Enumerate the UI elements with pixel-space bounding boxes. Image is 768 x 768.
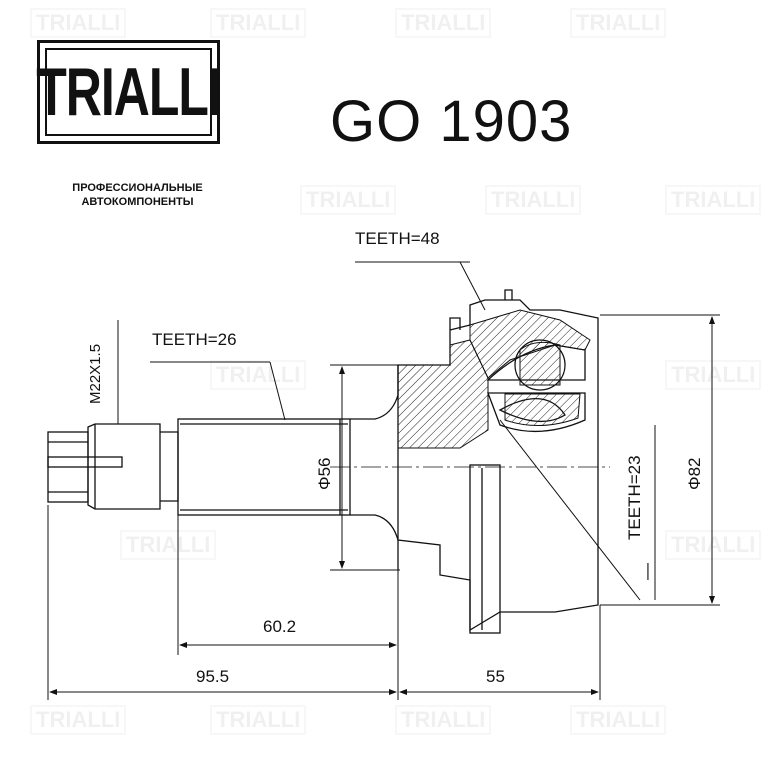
watermark: TRIALLI bbox=[570, 705, 666, 735]
watermark: TRIALLI bbox=[120, 530, 216, 560]
abs-ring bbox=[469, 464, 501, 634]
watermark: TRIALLI bbox=[210, 8, 306, 38]
brand-logo: TRIALLI bbox=[36, 40, 222, 144]
label-teeth-26: TEETH=26 bbox=[152, 330, 237, 349]
dimension-lines bbox=[47, 261, 720, 700]
label-thread-m22: M22X1.5 bbox=[87, 344, 104, 404]
label-teeth-48: TEETH=48 bbox=[355, 229, 440, 248]
label-teeth-23: TEETH=23 bbox=[625, 455, 644, 540]
label-dia-82: Φ82 bbox=[685, 458, 704, 490]
label-dim-95-5: 95.5 bbox=[196, 667, 229, 686]
watermark: TRIALLI bbox=[30, 8, 126, 38]
dimension-labels: TEETH=48 TEETH=26 60.2 95.5 55 M22X1.5 Φ… bbox=[87, 229, 704, 686]
watermark: TRIALLI bbox=[300, 185, 396, 215]
brand-tagline: ПРОФЕССИОНАЛЬНЫЕ АВТОКОМПОНЕНТЫ bbox=[60, 181, 215, 209]
watermark: TRIALLI bbox=[30, 705, 126, 735]
label-dash: — bbox=[637, 563, 656, 580]
part-number: GO 1903 bbox=[330, 89, 573, 154]
ball-hatch bbox=[519, 341, 561, 386]
watermark: TRIALLI bbox=[570, 8, 666, 38]
watermark: TRIALLI bbox=[665, 185, 761, 215]
brand-logo-frame: TRIALLI bbox=[36, 48, 222, 136]
label-dim-55: 55 bbox=[486, 667, 505, 686]
watermark: TRIALLI bbox=[395, 8, 491, 38]
watermark: TRIALLI bbox=[395, 705, 491, 735]
housing-section-hatch bbox=[397, 339, 489, 449]
brand-logo-text: TRIALLI bbox=[36, 54, 222, 130]
watermark: TRIALLI bbox=[210, 360, 306, 390]
label-dim-60-2: 60.2 bbox=[263, 617, 296, 636]
watermark: TRIALLI bbox=[210, 705, 306, 735]
keyway-slot bbox=[47, 456, 123, 468]
tagline-line-2: АВТОКОМПОНЕНТЫ bbox=[81, 196, 194, 208]
label-dia-56: Φ56 bbox=[315, 458, 334, 490]
tagline-line-1: ПРОФЕССИОНАЛЬНЫЕ bbox=[72, 182, 203, 194]
inner-race-hatch bbox=[504, 393, 581, 427]
watermark: TRIALLI bbox=[485, 185, 581, 215]
